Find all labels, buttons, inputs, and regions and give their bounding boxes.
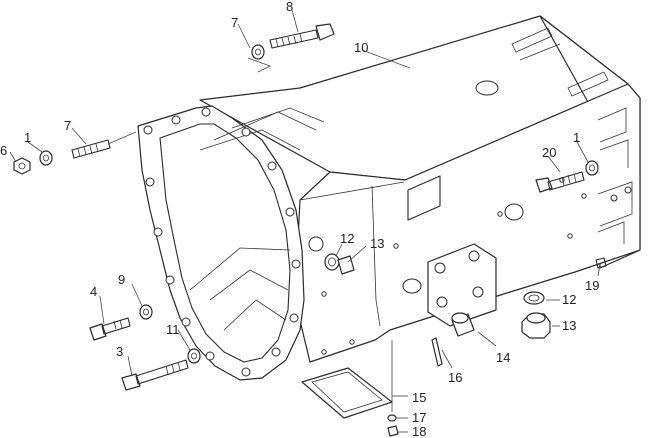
washer-9-lower <box>139 304 153 320</box>
pin-16 <box>431 337 443 367</box>
callout-1-right: 1 <box>573 130 580 145</box>
callout-9-top: 7 <box>231 15 238 30</box>
callout-12-right: 12 <box>562 292 576 307</box>
leader-lines <box>9 9 601 433</box>
washer-1-right <box>585 160 599 176</box>
transmission-housing <box>137 15 641 381</box>
side-cover-plate <box>427 243 497 327</box>
callout-9-lower: 9 <box>118 272 125 287</box>
callout-7: 7 <box>64 118 71 133</box>
cover-15 <box>301 367 393 419</box>
washer-11 <box>187 348 201 364</box>
callout-17: 17 <box>412 410 426 425</box>
callout-3: 3 <box>116 344 123 359</box>
callout-12-body: 12 <box>340 231 354 246</box>
callout-13-right: 13 <box>562 318 576 333</box>
callout-20: 20 <box>542 145 556 160</box>
callout-6: 6 <box>0 143 7 158</box>
callout-18: 18 <box>412 424 426 438</box>
callout-13-body: 13 <box>370 236 384 251</box>
callout-19: 19 <box>585 278 599 293</box>
callout-4: 4 <box>90 284 97 299</box>
washer-1-left <box>39 150 53 166</box>
screw-18 <box>387 425 399 437</box>
callout-14: 14 <box>496 350 510 365</box>
bolt-20 <box>535 171 585 193</box>
bolt-4 <box>89 317 131 341</box>
callout-1-left: 1 <box>24 130 31 145</box>
bolt-8 <box>269 23 335 49</box>
bolt-3 <box>121 359 189 391</box>
callout-labels: 7 8 10 6 1 7 1 20 12 13 4 9 11 3 19 12 1… <box>0 0 599 438</box>
seal-ring-12-body <box>324 253 340 271</box>
washer-17 <box>387 414 397 422</box>
screw-19 <box>595 257 607 269</box>
plug-13-right <box>521 312 551 339</box>
stud-7 <box>71 139 111 159</box>
callout-15: 15 <box>412 390 426 405</box>
callout-8: 8 <box>286 0 293 14</box>
washer-9-top <box>251 44 265 60</box>
bushing-14 <box>451 312 475 337</box>
flange-bolt-holes <box>143 107 301 377</box>
callout-16: 16 <box>448 370 462 385</box>
nut-6 <box>13 157 31 175</box>
seal-ring-12-right <box>523 291 545 305</box>
callout-10: 10 <box>354 40 368 55</box>
callout-11: 11 <box>166 322 180 337</box>
